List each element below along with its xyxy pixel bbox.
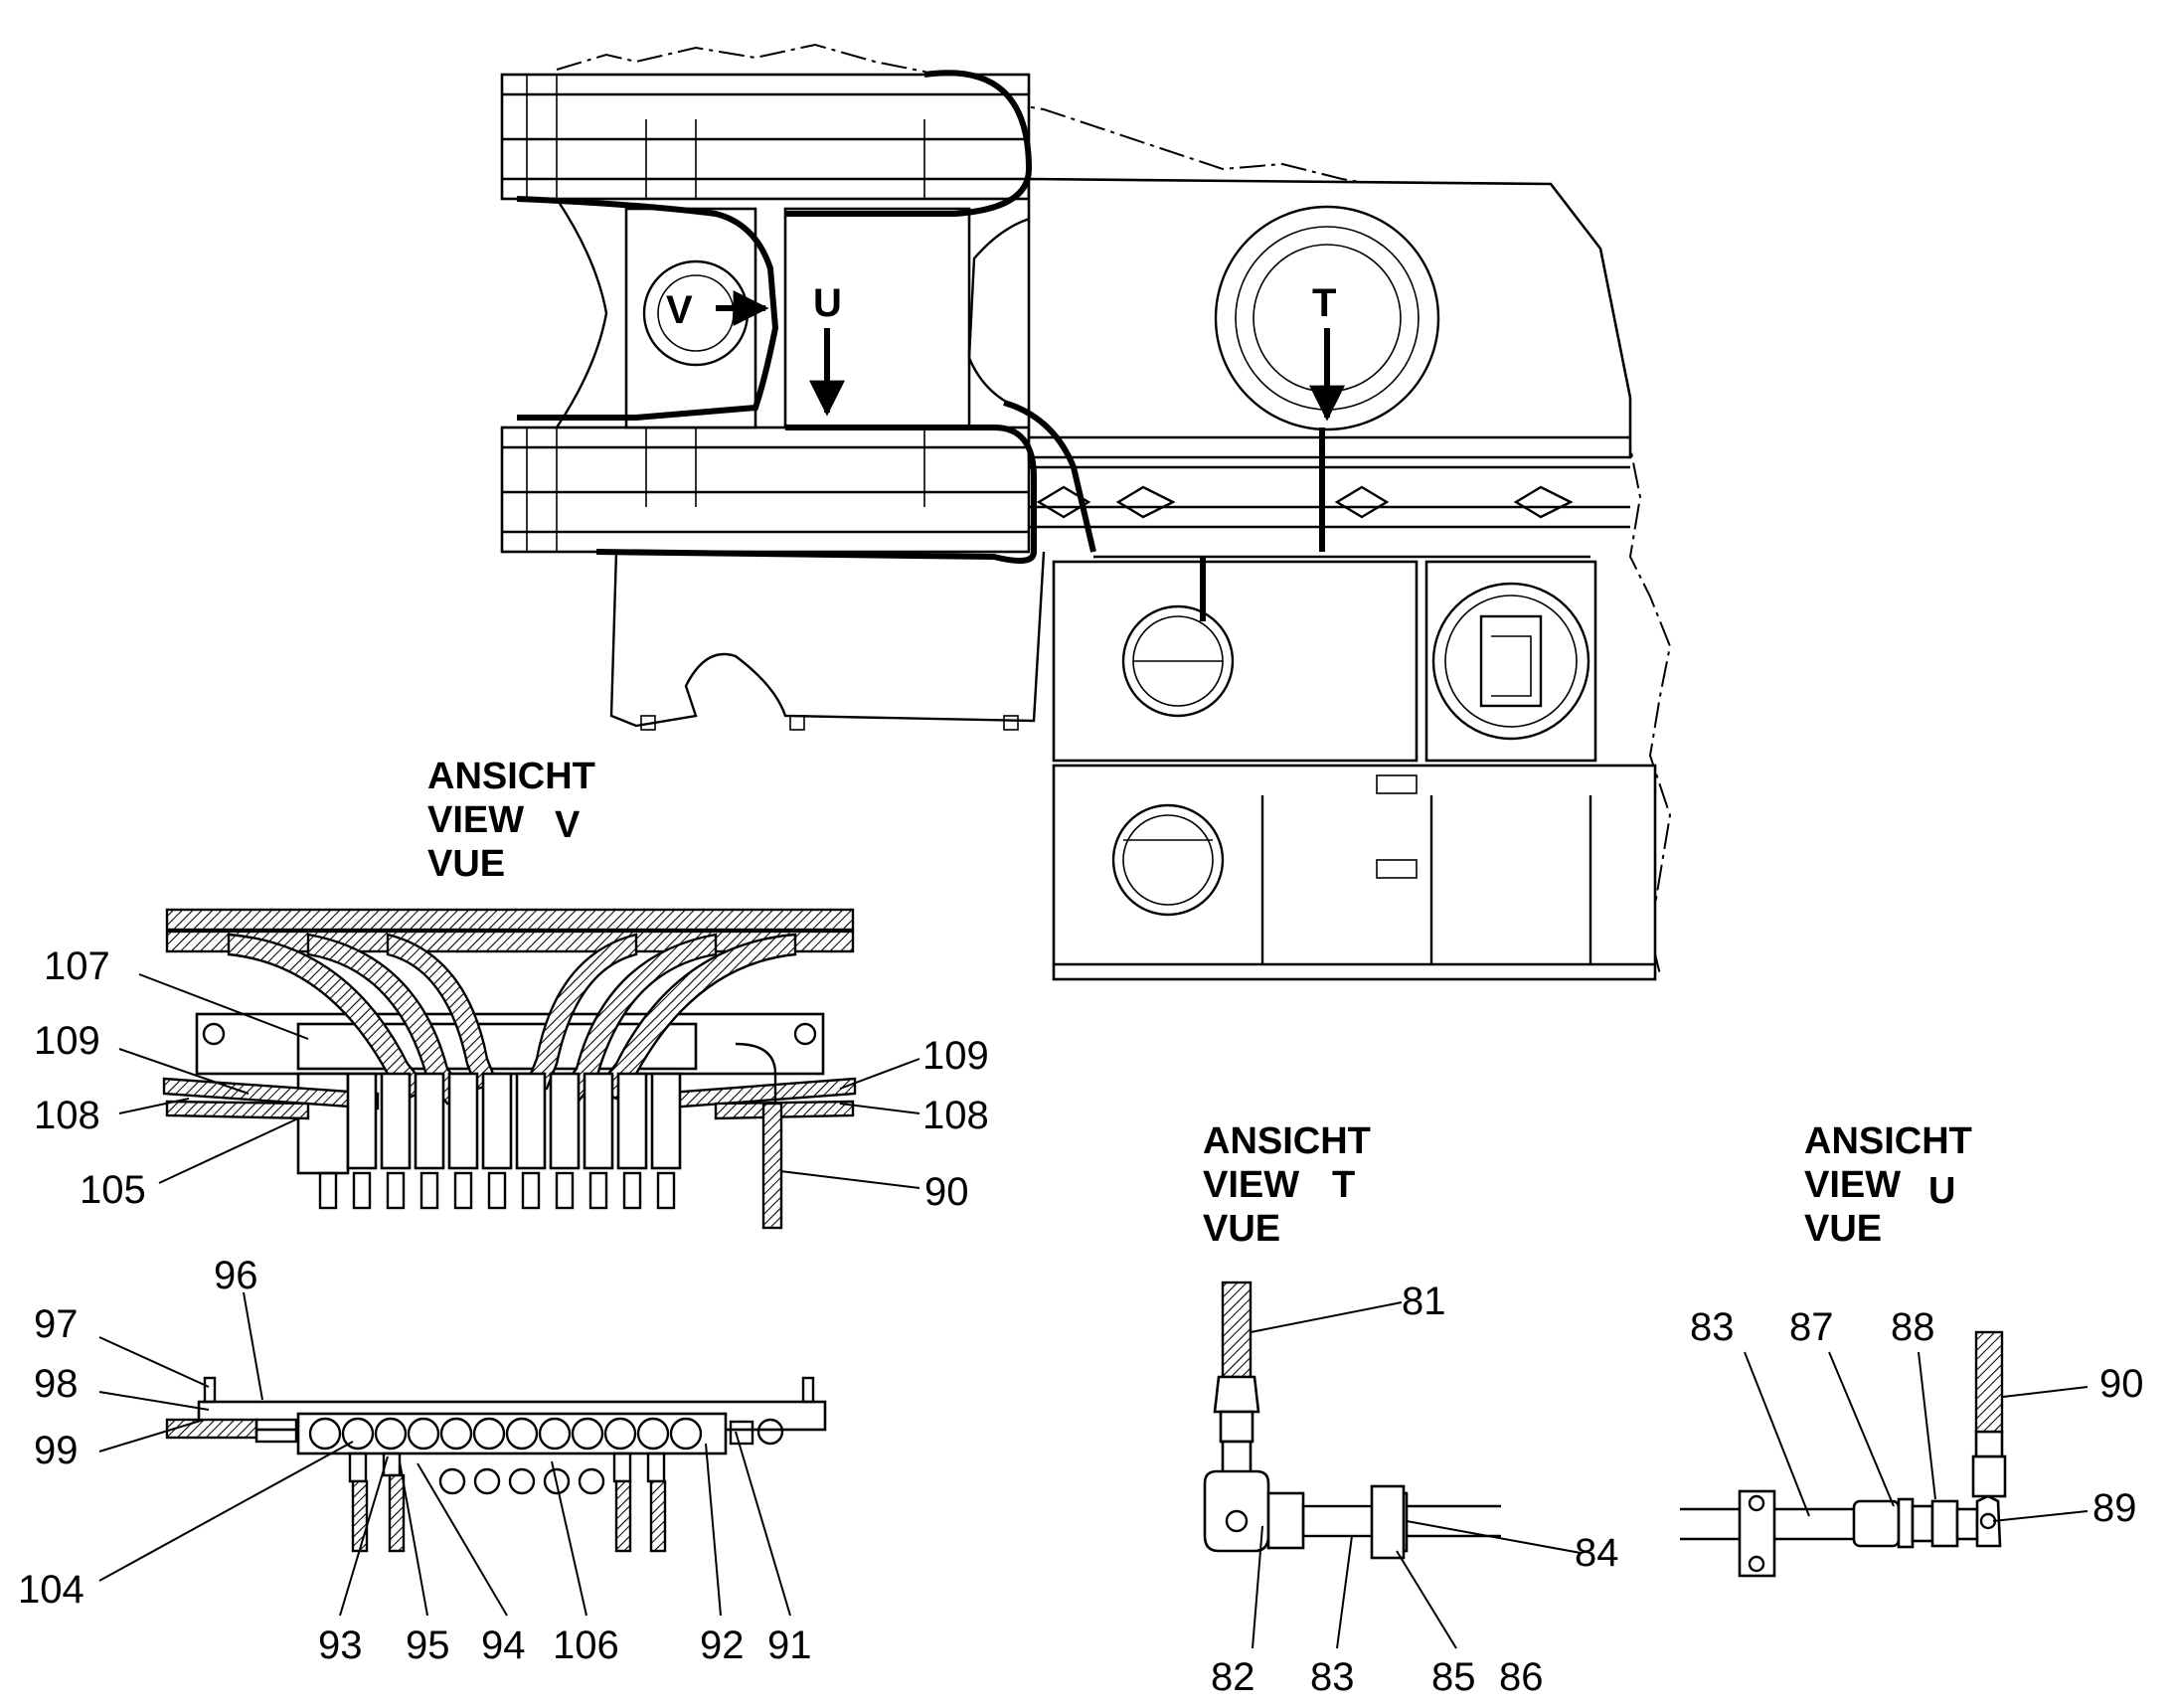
view-marker-u: U bbox=[813, 281, 842, 325]
callout-108-right: 108 bbox=[922, 1094, 989, 1137]
callout-94: 94 bbox=[481, 1623, 526, 1667]
right-housing bbox=[1424, 560, 1597, 763]
view-u: ANSICHT VIEW U VUE 83 87 88 90 89 bbox=[1680, 1120, 2144, 1578]
view-v-line3: VUE bbox=[427, 843, 505, 885]
plate-view: 96 97 98 99 104 93 95 94 106 92 91 bbox=[18, 1254, 827, 1667]
callout-86: 86 bbox=[1499, 1655, 1544, 1699]
callout-96: 96 bbox=[214, 1254, 258, 1297]
bottom-housing bbox=[1052, 764, 1657, 981]
callout-89: 89 bbox=[2092, 1486, 2137, 1530]
view-t: ANSICHT VIEW T VUE 81 82 83 84 85 86 bbox=[1203, 1120, 1619, 1699]
callout-85: 85 bbox=[1431, 1655, 1476, 1699]
callout-97: 97 bbox=[34, 1302, 79, 1346]
callout-95: 95 bbox=[406, 1623, 450, 1667]
view-marker-t: T bbox=[1312, 281, 1336, 325]
callout-81: 81 bbox=[1402, 1280, 1446, 1323]
upper-side-member bbox=[500, 73, 1031, 201]
view-u-line3: VUE bbox=[1804, 1208, 1882, 1250]
callout-109-right: 109 bbox=[922, 1034, 989, 1078]
hose-to-housing bbox=[1003, 400, 1096, 553]
callout-106: 106 bbox=[553, 1623, 619, 1667]
callout-88: 88 bbox=[1891, 1305, 1935, 1349]
view-u-line1: ANSICHT bbox=[1804, 1120, 1972, 1162]
callout-98: 98 bbox=[34, 1362, 79, 1406]
view-v-line2: VIEW bbox=[427, 799, 524, 841]
view-t-line3: VUE bbox=[1203, 1208, 1280, 1250]
callout-93: 93 bbox=[318, 1623, 363, 1667]
slewing-ring bbox=[1214, 205, 1440, 431]
view-t-line1: ANSICHT bbox=[1203, 1120, 1371, 1162]
hose-lower-loop bbox=[516, 196, 779, 421]
callout-105: 105 bbox=[80, 1168, 146, 1212]
view-v-header: ANSICHT VIEW V VUE bbox=[427, 756, 595, 885]
lower-side-member bbox=[500, 426, 1031, 554]
view-v-drawing: 107 109 108 105 109 108 90 bbox=[34, 908, 989, 1230]
callout-107: 107 bbox=[44, 944, 110, 988]
callout-82: 82 bbox=[1211, 1655, 1255, 1699]
callout-99: 99 bbox=[34, 1429, 79, 1472]
hose-lower bbox=[595, 425, 1037, 564]
callout-83-t: 83 bbox=[1310, 1655, 1355, 1699]
hose-upper bbox=[785, 70, 1033, 217]
callout-90-v: 90 bbox=[924, 1170, 969, 1214]
callout-90-u: 90 bbox=[2099, 1362, 2144, 1406]
view-u-letter: U bbox=[1928, 1170, 1955, 1212]
callout-84: 84 bbox=[1575, 1531, 1619, 1575]
callout-87: 87 bbox=[1789, 1305, 1834, 1349]
view-v-letter: V bbox=[555, 804, 581, 846]
callout-83-u: 83 bbox=[1690, 1305, 1735, 1349]
view-t-letter: T bbox=[1332, 1164, 1355, 1206]
callout-109-left: 109 bbox=[34, 1019, 100, 1063]
view-t-line2: VIEW bbox=[1203, 1164, 1299, 1206]
callout-91: 91 bbox=[767, 1623, 812, 1667]
callout-108-left: 108 bbox=[34, 1094, 100, 1137]
callout-104: 104 bbox=[18, 1568, 84, 1612]
callout-92: 92 bbox=[700, 1623, 745, 1667]
view-u-line2: VIEW bbox=[1804, 1164, 1901, 1206]
view-marker-v: V bbox=[666, 288, 693, 332]
main-assembly: V U T bbox=[500, 43, 1672, 981]
left-housing bbox=[1052, 560, 1419, 763]
view-v-line1: ANSICHT bbox=[427, 756, 595, 797]
